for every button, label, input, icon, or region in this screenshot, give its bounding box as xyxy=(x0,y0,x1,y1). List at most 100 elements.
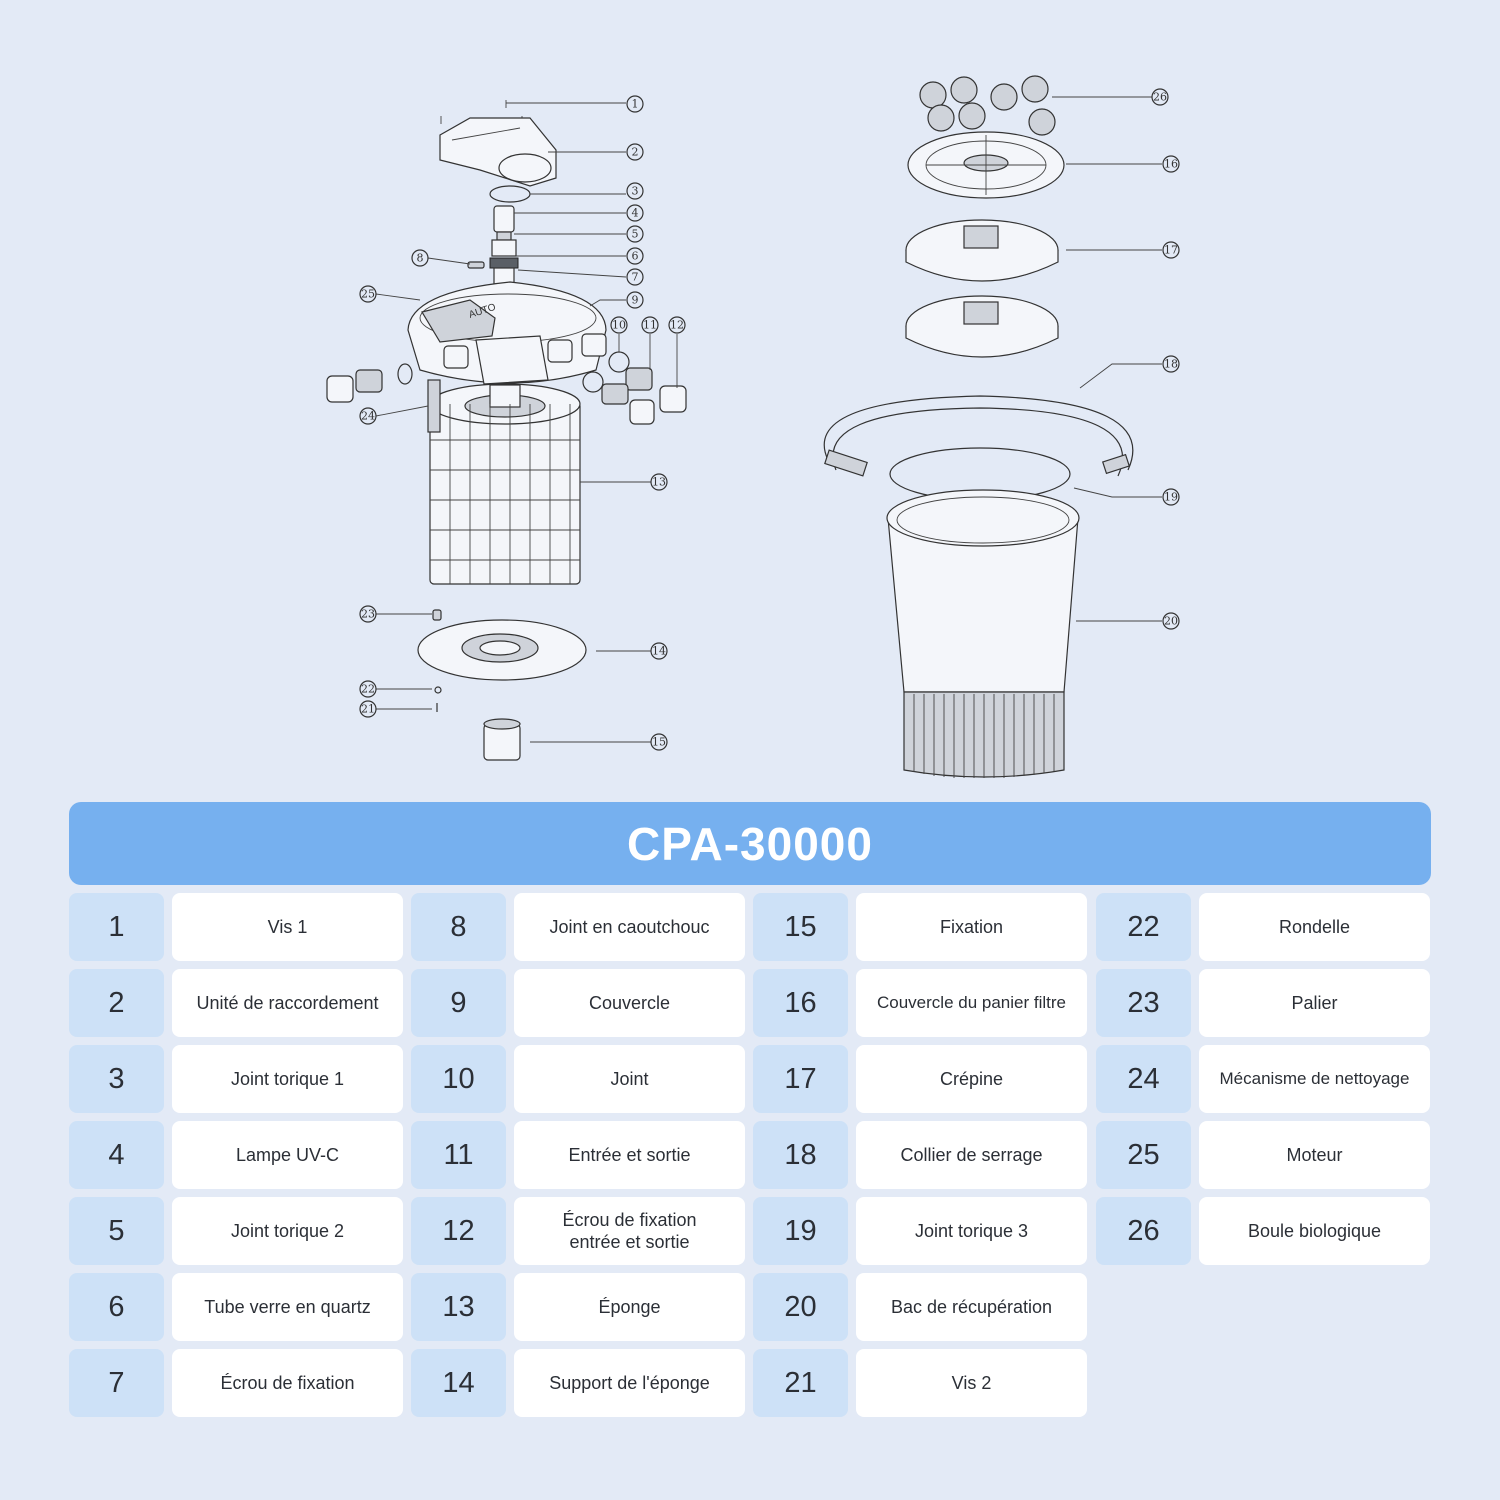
bearing-drawing xyxy=(432,609,442,621)
callout-24: 24 xyxy=(359,407,377,425)
connection-unit-drawing xyxy=(439,117,557,187)
svg-text:9: 9 xyxy=(632,294,639,307)
callout-19: 19 xyxy=(1162,488,1180,506)
part-label: Boule biologique xyxy=(1199,1197,1430,1265)
part-label: Mécanisme de nettoyage xyxy=(1199,1045,1430,1113)
filter-basket-cover-drawing xyxy=(907,131,1065,199)
bio-balls-drawing xyxy=(919,75,1056,136)
part-number: 18 xyxy=(753,1121,848,1189)
part-label: Vis 1 xyxy=(172,893,403,961)
part-number: 7 xyxy=(69,1349,164,1417)
part-number: 10 xyxy=(411,1045,506,1113)
part-number: 1 xyxy=(69,893,164,961)
part-number: 17 xyxy=(753,1045,848,1113)
svg-text:21: 21 xyxy=(361,703,375,716)
strainer-bottom-drawing xyxy=(905,295,1059,358)
part-label: Écrou de fixation xyxy=(172,1349,403,1417)
left-assembly: AUTO xyxy=(326,100,687,761)
part-number: 9 xyxy=(411,969,506,1037)
part-number: 3 xyxy=(69,1045,164,1113)
svg-text:1: 1 xyxy=(632,98,639,111)
callout-12: 12 xyxy=(668,316,686,334)
part-label: Couvercle du panier filtre xyxy=(856,969,1087,1037)
svg-text:13: 13 xyxy=(652,476,666,489)
part-number: 16 xyxy=(753,969,848,1037)
part-number: 20 xyxy=(753,1273,848,1341)
svg-text:26: 26 xyxy=(1153,91,1167,104)
callout-1: 1 xyxy=(626,95,644,113)
callout-9: 9 xyxy=(626,291,644,309)
part-number: 19 xyxy=(753,1197,848,1265)
part-number: 5 xyxy=(69,1197,164,1265)
svg-text:4: 4 xyxy=(632,207,639,220)
part-label: Fixation xyxy=(856,893,1087,961)
part-label: Crépine xyxy=(856,1045,1087,1113)
part-number: 4 xyxy=(69,1121,164,1189)
svg-text:12: 12 xyxy=(670,319,684,332)
svg-text:19: 19 xyxy=(1164,491,1178,504)
collection-tray-drawing xyxy=(886,489,1080,778)
part-label: Unité de raccordement xyxy=(172,969,403,1037)
callout-18: 18 xyxy=(1162,355,1180,373)
callout-4: 4 xyxy=(626,204,644,222)
callout-10: 10 xyxy=(610,316,628,334)
svg-text:14: 14 xyxy=(652,645,666,658)
callout-25: 25 xyxy=(359,285,377,303)
svg-text:22: 22 xyxy=(361,683,375,696)
callout-22: 22 xyxy=(359,680,377,698)
o-ring-drawing xyxy=(489,185,531,203)
lid-drawing: AUTO xyxy=(407,281,607,385)
callout-6: 6 xyxy=(626,247,644,265)
callout-16: 16 xyxy=(1162,155,1180,173)
callout-26: 26 xyxy=(1151,88,1169,106)
part-label: Rondelle xyxy=(1199,893,1430,961)
right-assembly xyxy=(823,75,1134,778)
callout-23: 23 xyxy=(359,605,377,623)
part-number: 14 xyxy=(411,1349,506,1417)
part-label: Joint torique 2 xyxy=(172,1197,403,1265)
sponge-drawing xyxy=(427,379,581,585)
svg-text:20: 20 xyxy=(1164,615,1178,628)
sponge-support-drawing xyxy=(417,619,587,681)
callout-20: 20 xyxy=(1162,612,1180,630)
part-label: Entrée et sortie xyxy=(514,1121,745,1189)
svg-text:6: 6 xyxy=(632,250,639,263)
part-number: 11 xyxy=(411,1121,506,1189)
strainer-top-drawing xyxy=(905,219,1059,282)
right-fittings-drawing xyxy=(582,351,687,425)
svg-text:18: 18 xyxy=(1164,358,1178,371)
part-label: Bac de récupération xyxy=(856,1273,1087,1341)
callout-2: 2 xyxy=(626,143,644,161)
part-label: Joint torique 1 xyxy=(172,1045,403,1113)
part-label: Moteur xyxy=(1199,1121,1430,1189)
part-label: Vis 2 xyxy=(856,1349,1087,1417)
callout-11: 11 xyxy=(641,316,659,334)
part-number: 2 xyxy=(69,969,164,1037)
part-number: 21 xyxy=(753,1349,848,1417)
uv-lamp-drawing xyxy=(489,205,519,287)
callout-5: 5 xyxy=(626,225,644,243)
svg-text:24: 24 xyxy=(361,410,375,423)
callout-14: 14 xyxy=(650,642,668,660)
exploded-view-diagram: AUTO xyxy=(326,75,1180,778)
part-number: 12 xyxy=(411,1197,506,1265)
part-label: Écrou de fixation entrée et sortie xyxy=(514,1197,745,1265)
svg-text:3: 3 xyxy=(632,185,639,198)
svg-text:7: 7 xyxy=(632,271,639,284)
svg-text:5: 5 xyxy=(632,228,639,241)
svg-text:11: 11 xyxy=(643,319,657,332)
part-number: 6 xyxy=(69,1273,164,1341)
part-label: Éponge xyxy=(514,1273,745,1341)
part-number: 13 xyxy=(411,1273,506,1341)
callout-21: 21 xyxy=(359,700,377,718)
part-label: Joint torique 3 xyxy=(856,1197,1087,1265)
callout-17: 17 xyxy=(1162,241,1180,259)
callout-3: 3 xyxy=(626,182,644,200)
svg-text:2: 2 xyxy=(632,146,639,159)
part-label: Joint en caoutchouc xyxy=(514,893,745,961)
part-label: Couvercle xyxy=(514,969,745,1037)
part-number: 25 xyxy=(1096,1121,1191,1189)
left-fittings-drawing xyxy=(326,363,413,403)
part-label: Collier de serrage xyxy=(856,1121,1087,1189)
callout-13: 13 xyxy=(650,473,668,491)
